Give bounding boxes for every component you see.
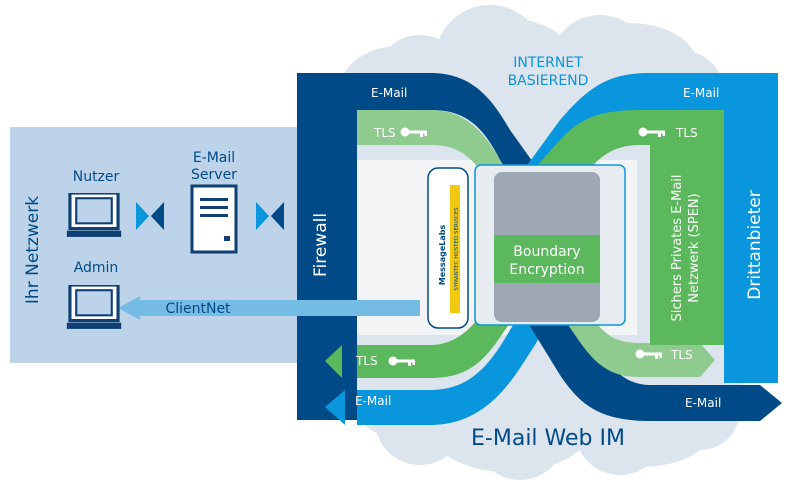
tls-bottom-right-label: TLS [670, 348, 693, 362]
tls-band-bottom-right [530, 265, 715, 377]
messagelabs-logo-line2: SYMANTEC HOSTED SERVICES [454, 207, 460, 291]
email-band-bottom-right [520, 290, 782, 421]
firewall-label: Firewall [311, 213, 331, 277]
user-label: Nutzer [73, 169, 120, 185]
email-top-right-label: E-Mail [683, 86, 719, 100]
email-bottom-left-arrowhead [325, 390, 345, 425]
email-band-top-right [520, 73, 725, 205]
server-label-line2: Server [191, 167, 237, 183]
tls-band-top-left [357, 110, 525, 215]
clientnet-label: ClientNet [165, 301, 231, 317]
email-bottom-right-label: E-Mail [685, 396, 721, 410]
email-server-icon [190, 184, 238, 254]
encryption-line2: Encryption [509, 262, 584, 278]
cloud-bottom-label: E-Mail Web IM [471, 426, 625, 451]
cloud-label-line2: BASIEREND [508, 73, 589, 89]
admin-label: Admin [74, 260, 119, 276]
tls-band-bottom-left [357, 265, 535, 378]
network-panel [10, 127, 302, 363]
cloud-label-line1: INTERNET [513, 55, 583, 71]
tls-bottom-left-arrowhead [325, 345, 342, 378]
spen-label-line2: Netzwerk (SPEN) [687, 193, 702, 302]
email-top-left-label: E-Mail [371, 86, 407, 100]
messagelabs-logo-line1: MessageLabs [438, 225, 447, 286]
encryption-label-box [494, 235, 600, 283]
third-party-label: Drittanbieter [745, 190, 765, 299]
encryption-line1: Boundary [513, 244, 580, 260]
tls-band-top-right [520, 110, 725, 225]
tls-bottom-left-label: TLS [355, 354, 378, 368]
messagelabs-logo-box [427, 167, 469, 329]
tls-top-right-label: TLS [675, 126, 698, 140]
email-bottom-left-label: E-Mail [355, 394, 391, 408]
tls-top-left-label: TLS [373, 126, 396, 140]
spen-label-line1: Sichers Privates E-Mail [670, 174, 685, 321]
spen-column [650, 145, 724, 345]
messagelabs-logo-stripe [450, 185, 460, 313]
server-label-line1: E-Mail [193, 150, 235, 166]
network-title: Ihr Netzwerk [23, 196, 43, 304]
clientnet-arrow [118, 296, 420, 320]
third-party-column [724, 73, 778, 383]
